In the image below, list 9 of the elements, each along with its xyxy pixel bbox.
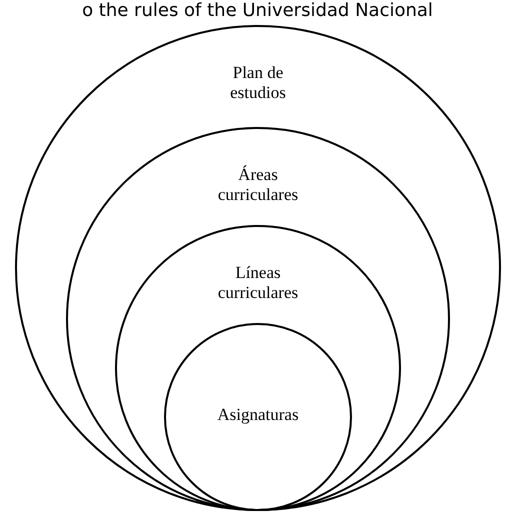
circle-label: Líneas curriculares [216,263,300,303]
circle [66,127,450,511]
heading-text: o the rules of the Universidad Nacional [81,0,434,22]
circle [115,225,401,511]
circle [15,25,501,511]
circle-label: Áreas curriculares [216,165,300,205]
circle [164,323,352,511]
circle-label: Asignaturas [216,405,300,425]
circle-label: Plan de estudios [229,63,287,103]
